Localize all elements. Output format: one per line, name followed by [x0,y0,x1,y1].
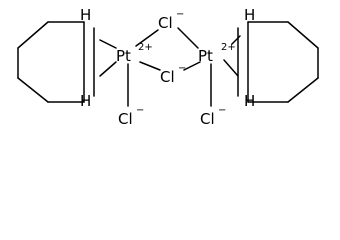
chemical-structure-diagram: H H H H Pt 2+ Pt 2+ Cl − Cl − Cl − Cl − [17,6,319,128]
bond [287,21,319,49]
bond-pt-right-alkene [231,35,241,45]
bond [287,77,319,103]
bond-pt-left-alkene [99,61,117,77]
hydrogen-label: H [80,92,91,110]
pt-right-label: Pt [198,47,213,65]
bond-pt-right-alkene [223,59,239,77]
right-cyclohexene-ring [237,21,319,103]
hydrogen-label: H [244,92,255,110]
cl-terminal-left-charge: − [136,105,144,116]
hydrogen-label: H [244,6,255,24]
pt-right-charge: 2+ [221,42,236,53]
cl-bridge-bottom-charge: − [178,63,186,74]
pt-left-label: Pt [116,47,131,65]
bond [17,77,49,103]
left-cyclohexene-ring [17,21,95,103]
cl-bridge-top-charge: − [176,9,184,20]
cl-terminal-left-label: Cl [118,110,133,128]
coordination-bonds [99,27,241,107]
hydrogen-label: H [80,6,91,24]
bond-pt-right-cl-bridge-top [177,27,199,49]
cl-bridge-bottom-label: Cl [160,68,175,86]
cl-terminal-right-charge: − [218,105,226,116]
pt-left-charge: 2+ [138,42,153,53]
bond [17,21,49,49]
bond-pt-left-cl-bridge-bottom [139,61,161,71]
cl-bridge-top-label: Cl [158,14,173,32]
bond-pt-left-cl-bridge-top [135,29,159,47]
bond-pt-left-alkene [99,39,117,49]
cl-terminal-right-label: Cl [200,110,215,128]
bond-pt-right-cl-bridge-bottom [183,61,201,71]
